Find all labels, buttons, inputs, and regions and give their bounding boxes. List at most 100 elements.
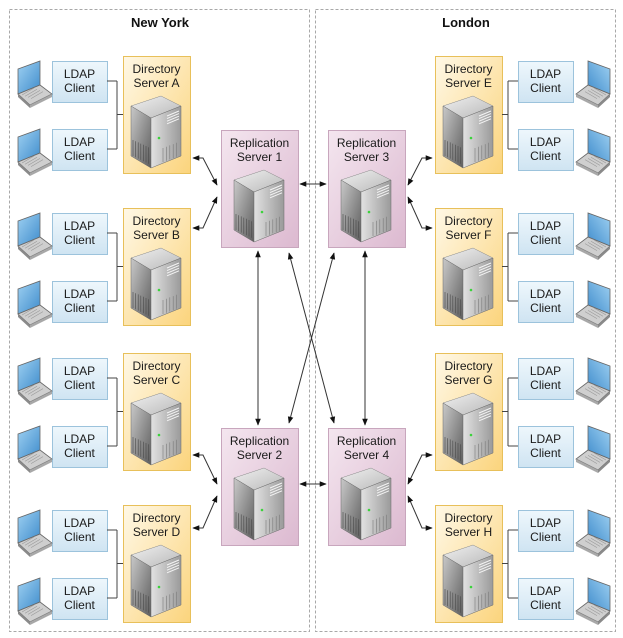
server-tower-icon [340, 169, 392, 243]
ldap-client-box [518, 578, 574, 620]
laptop-edge [598, 611, 610, 625]
server-tower-icon [130, 544, 182, 618]
laptop-icon [575, 212, 611, 260]
link-rs-3-rs-2 [287, 252, 336, 424]
server-tower-icon [130, 247, 182, 321]
ldap-client-box [52, 426, 108, 468]
link-ds-b-rs-1 [192, 196, 218, 231]
tower-bay [478, 110, 492, 117]
laptop-keys [27, 387, 41, 395]
replication-server-label-line1: Replication [337, 136, 396, 150]
laptop-edge [30, 543, 52, 557]
ldap-client-label-line1: LDAP [530, 135, 561, 149]
directory-server-label-line1: Directory [444, 359, 492, 373]
directory-server-label-line1: Directory [444, 62, 492, 76]
laptop-keys [21, 155, 35, 164]
link-ds-e-rs-3 [407, 155, 433, 186]
laptop-keys [21, 87, 35, 96]
laptop-keys [21, 536, 35, 545]
link-ds-g-rs-4 [407, 452, 433, 485]
directory-server-label-line1: Directory [132, 214, 180, 228]
ldap-client-box [52, 281, 108, 323]
ldap-client-label-line1: LDAP [64, 364, 95, 378]
ldap-client-box [518, 61, 574, 103]
directory-server-label-line2: Server E [445, 76, 492, 90]
laptop-edge [30, 162, 52, 176]
laptop-edge [18, 246, 30, 260]
laptop-keys [593, 536, 607, 545]
power-led [469, 585, 473, 589]
laptop-edge [18, 459, 30, 473]
laptop-edge [30, 611, 52, 625]
directory-server-label-line2: Server A [133, 76, 179, 90]
ldap-client-label-line2: Client [530, 301, 561, 315]
power-led [157, 288, 161, 292]
tower-bay [478, 415, 492, 422]
ldap-client-label-line1: LDAP [530, 219, 561, 233]
tower-bay [269, 184, 283, 191]
tower-bay [478, 113, 492, 120]
tower-bay [166, 118, 180, 125]
power-led [260, 210, 264, 214]
laptop-keys [587, 539, 601, 547]
laptop-keys [593, 452, 607, 461]
ldap-client-label-line2: Client [530, 378, 561, 392]
directory-server-label-line2: Server D [133, 525, 181, 539]
replication-server-label-line1: Replication [337, 434, 396, 448]
laptop-keys [24, 537, 38, 546]
laptop-icon [575, 509, 611, 557]
power-led [157, 585, 161, 589]
ldap-client-label-line2: Client [530, 598, 561, 612]
tower-bay [376, 184, 390, 191]
directory-server-label-line2: Server B [133, 228, 180, 242]
power-led [469, 288, 473, 292]
tower-bay [478, 267, 492, 274]
directory-server-label-line1: Directory [444, 511, 492, 525]
ldap-client-label-line1: LDAP [530, 287, 561, 301]
laptop-keys [24, 88, 38, 97]
laptop-keys [27, 539, 41, 547]
laptop-keys [21, 307, 35, 316]
link-ds-d-rs-2 [192, 495, 218, 531]
link-ds-c-rs-2 [192, 452, 218, 485]
laptop-edge [576, 314, 598, 328]
replication-server-label-line1: Replication [230, 434, 289, 448]
ldap-client-box [52, 578, 108, 620]
ldap-client-label-line1: LDAP [530, 67, 561, 81]
tower-bay [376, 485, 390, 492]
laptop-icon [17, 357, 53, 405]
laptop-keys [30, 159, 44, 167]
laptop-keys [593, 384, 607, 393]
laptop-keys [27, 607, 41, 615]
laptop-keys [27, 455, 41, 463]
laptop-keys [21, 604, 35, 613]
